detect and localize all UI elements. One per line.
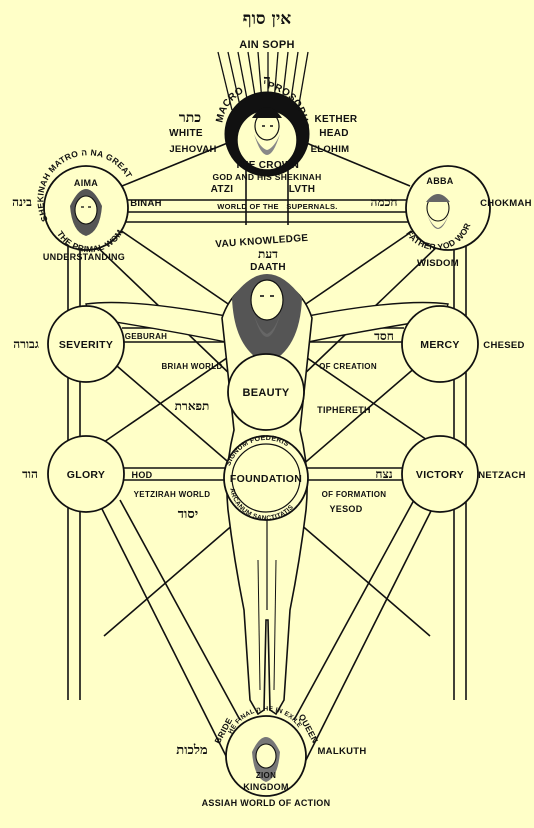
netzach-hebrew: נצח — [375, 467, 392, 481]
kether-yod: ה — [263, 73, 270, 88]
yesod-label: YESOD — [329, 504, 362, 514]
atziluth-left: ATZI — [211, 184, 234, 195]
tiphereth-label: TIPHERETH — [317, 405, 371, 415]
atziluth-right: LVTH — [289, 184, 316, 195]
hod-hebrew: הוד — [22, 467, 38, 481]
zion-label: ZION — [256, 771, 276, 780]
mercy-label: MERCY — [420, 339, 459, 351]
mercy-node — [401, 305, 479, 383]
of-creation-label: OF CREATION — [319, 362, 377, 371]
of-formation-label: OF FORMATION — [322, 490, 387, 499]
geburah-hebrew: גבורה — [13, 337, 39, 351]
chokmah-side-label: CHOKMAH — [480, 198, 532, 209]
severity-label: SEVERITY — [59, 339, 113, 351]
hod-label: HOD — [132, 470, 153, 480]
aima-face — [70, 189, 102, 236]
kether-label: KETHER — [315, 114, 358, 125]
daath-hebrew: דעת — [258, 247, 278, 261]
briah-world-label: BRIAH WORLD — [161, 362, 222, 371]
chokmah-hebrew: חכמה — [371, 195, 398, 209]
daath-label: DAATH — [250, 262, 286, 273]
assiah-label: ASSIAH WORLD OF ACTION — [202, 798, 331, 808]
ain-soph-hebrew: אין סוף — [243, 9, 292, 29]
beauty-node — [227, 353, 305, 431]
victory-node — [401, 435, 479, 513]
malkuth-label: MALKUTH — [317, 746, 366, 757]
kether-hebrew: כתר — [179, 110, 201, 126]
world-of-the-label: WORLD OF THE — [217, 202, 279, 211]
malkuth-hebrew: מלכות — [176, 743, 208, 758]
ain-soph-rays — [217, 51, 309, 111]
yesod-hebrew: יסוד — [178, 507, 198, 522]
macroprosopus-face — [252, 107, 282, 155]
chesed-label: CHESED — [483, 340, 524, 351]
jehovah-label: JEHOVAH — [169, 144, 216, 155]
beauty-label: BEAUTY — [242, 387, 289, 399]
abba-face — [426, 194, 450, 229]
yetzirah-world-label: YETZIRAH WORLD — [134, 490, 211, 499]
foundation-label: FOUNDATION — [230, 473, 302, 485]
understanding-label: UNDERSTANDING — [43, 252, 125, 262]
wisdom-label: WISDOM — [417, 258, 459, 269]
ain-soph-label: AIN SOPH — [239, 39, 295, 51]
chesed-hebrew: חסד — [374, 329, 394, 343]
the-crown-label: THE CROWN — [235, 160, 299, 171]
binah-hebrew: בינה — [12, 195, 32, 209]
zion-face — [252, 737, 280, 782]
glory-label: GLORY — [67, 469, 105, 481]
kingdom-label: KINGDOM — [243, 782, 289, 792]
netzach-label: NETZACH — [478, 470, 526, 481]
tiphereth-hebrew: תפארת — [175, 399, 210, 413]
severity-node — [47, 305, 125, 383]
victory-label: VICTORY — [416, 469, 464, 481]
abba-label: ABBA — [426, 176, 453, 186]
elohim-label: ELOHIM — [311, 144, 350, 155]
god-and-shekinah-label: GOD AND HIS SHEKINAH — [212, 172, 321, 182]
geburah-label: GEBURAH — [125, 332, 168, 341]
foundation-node — [223, 435, 309, 521]
binah-side-label: BINAH — [130, 198, 162, 209]
aima-label: AIMA — [74, 178, 98, 188]
head-label: HEAD — [319, 128, 349, 139]
supernals-label: SUPERNALS. — [286, 202, 337, 211]
white-label: WHITE — [169, 128, 203, 139]
glory-node — [47, 435, 125, 513]
